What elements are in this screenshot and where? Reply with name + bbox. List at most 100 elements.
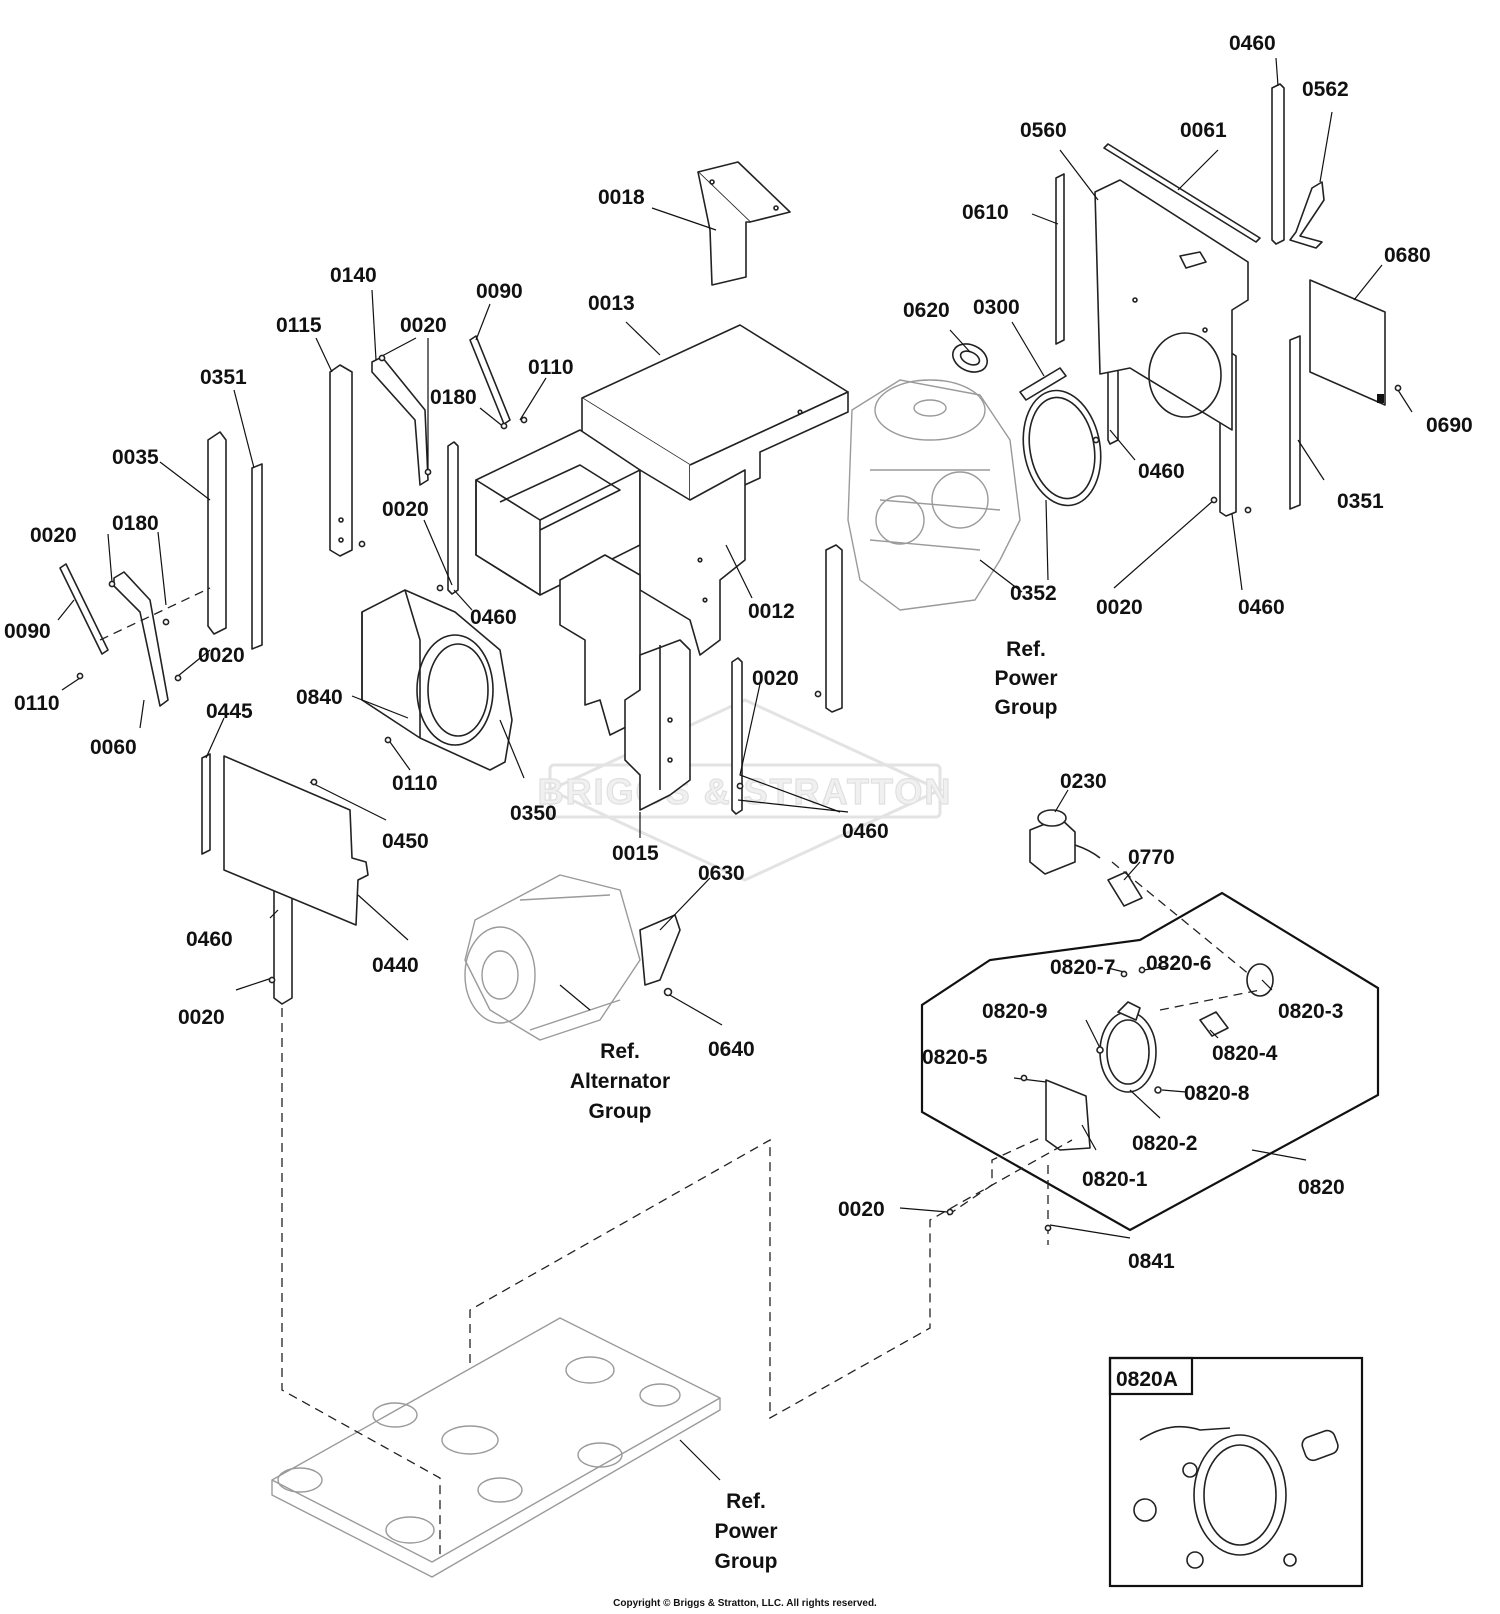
part-0300-tube (1019, 367, 1067, 401)
part-0620-grommet (951, 343, 989, 373)
label-0820-8: 0820-8 (1184, 1082, 1250, 1105)
label-0680: 0680 (1384, 244, 1431, 267)
label-0690: 0690 (1426, 414, 1473, 437)
label-0110: 0110 (392, 772, 438, 795)
part-0061-strip (1103, 143, 1261, 243)
base-ref-power-group (271, 1317, 721, 1578)
label-0140: 0140 (330, 264, 377, 287)
label-0015: 0015 (612, 842, 659, 865)
label-0820-4: 0820-4 (1212, 1042, 1278, 1065)
label-0180: 0180 (430, 386, 477, 409)
label-0020: 0020 (838, 1198, 885, 1221)
label-0820-2: 0820-2 (1132, 1132, 1197, 1155)
part-0230-solenoid-valve (1029, 809, 1101, 875)
part-0560-panel (1094, 179, 1249, 431)
label-0445: 0445 (206, 700, 253, 723)
label-0110: 0110 (14, 692, 60, 715)
assembly-dashed-lines (99, 587, 1261, 1560)
ref-line-1: Ref. (1006, 638, 1046, 661)
engine-ref-power-group (847, 379, 1021, 611)
label-0460: 0460 (842, 820, 889, 843)
label-0460: 0460 (186, 928, 233, 951)
leader-lines (57, 57, 1413, 1481)
briggs-stratton-watermark: BRIGGS & STRATTON (537, 698, 953, 882)
label-0770: 0770 (1128, 846, 1175, 869)
label-0230: 0230 (1060, 770, 1107, 793)
label-0060: 0060 (90, 736, 137, 759)
label-0012: 0012 (748, 600, 795, 623)
label-0351: 0351 (200, 366, 247, 389)
label-0020: 0020 (198, 644, 245, 667)
ref-line-1: Ref. (726, 1490, 766, 1513)
label-0820-6: 0820-6 (1146, 952, 1211, 975)
part-labels: 0460 0562 0560 0061 0018 0610 0680 0140 … (4, 32, 1473, 1391)
part-0035-panel (207, 431, 227, 635)
label-0450: 0450 (382, 830, 429, 853)
label-0061: 0061 (1180, 119, 1227, 142)
ref-line-3: Group (995, 696, 1058, 719)
part-0610-seal (1055, 173, 1065, 345)
ref-alternator-group: Ref. Alternator Group (570, 1040, 670, 1123)
ref-line-1: Ref. (600, 1040, 640, 1063)
label-0560: 0560 (1020, 119, 1067, 142)
label-0460: 0460 (1229, 32, 1276, 55)
ref-power-group-bottom: Ref. Power Group (714, 1490, 777, 1573)
label-0820-1: 0820-1 (1082, 1168, 1148, 1191)
part-0018-bracket (697, 161, 791, 286)
part-0352-ring (1022, 389, 1102, 507)
part-0140-strut (371, 356, 429, 486)
copyright-notice: Copyright © Briggs & Stratton, LLC. All … (613, 1598, 877, 1609)
label-0610: 0610 (962, 201, 1009, 224)
label-0820-5: 0820-5 (922, 1046, 988, 1069)
label-0820: 0820 (1298, 1176, 1345, 1199)
part-0820-2-regulator (1099, 1001, 1157, 1093)
label-0020: 0020 (178, 1006, 225, 1029)
part-0440-panel (223, 755, 369, 926)
part-0015-frame (559, 554, 691, 811)
hardware-fasteners (76, 354, 1402, 1232)
ref-line-2: Alternator (570, 1070, 670, 1093)
label-0460: 0460 (470, 606, 517, 629)
ref-line-3: Group (589, 1100, 652, 1123)
part-0562-bracket (1289, 181, 1325, 249)
label-0460: 0460 (1238, 596, 1285, 619)
label-0620: 0620 (903, 299, 950, 322)
kit-0820-boundary (920, 891, 1380, 1232)
label-0350: 0350 (510, 802, 557, 825)
ref-line-2: Power (714, 1520, 777, 1543)
label-0820-3: 0820-3 (1278, 1000, 1343, 1023)
label-0352: 0352 (1010, 582, 1057, 605)
label-0840: 0840 (296, 686, 343, 709)
alternator-ref-group (464, 874, 641, 1041)
label-0035: 0035 (112, 446, 159, 469)
label-0020: 0020 (400, 314, 447, 337)
part-0115-panel (329, 364, 353, 557)
label-0180: 0180 (112, 512, 159, 535)
label-0460: 0460 (1138, 460, 1185, 483)
label-0020: 0020 (1096, 596, 1143, 619)
part-0820-1-bracket (1045, 1079, 1091, 1151)
part-0680-panel (1309, 279, 1386, 406)
label-0440: 0440 (372, 954, 419, 977)
label-0090: 0090 (476, 280, 523, 303)
label-0115: 0115 (276, 314, 322, 337)
ref-power-group-top: Ref. Power Group (994, 638, 1057, 719)
label-0841: 0841 (1128, 1250, 1175, 1273)
part-0630-bracket (639, 914, 681, 986)
part-0770-fitting (1107, 871, 1143, 907)
label-0562: 0562 (1302, 78, 1349, 101)
label-0820-7: 0820-7 (1050, 956, 1115, 979)
label-0090: 0090 (4, 620, 51, 643)
watermark-text: BRIGGS & STRATTON (538, 771, 953, 812)
label-0013: 0013 (588, 292, 635, 315)
label-0020: 0020 (30, 524, 77, 547)
label-0018: 0018 (598, 186, 645, 209)
label-0820-9: 0820-9 (982, 1000, 1047, 1023)
part-0820-4-fitting (1199, 1011, 1229, 1037)
label-0630: 0630 (698, 862, 745, 885)
part-0820-3-cap (1246, 963, 1274, 997)
label-0110: 0110 (528, 356, 574, 379)
part-0351-seal-strip (251, 335, 1301, 650)
part-0012-housing (475, 429, 746, 656)
